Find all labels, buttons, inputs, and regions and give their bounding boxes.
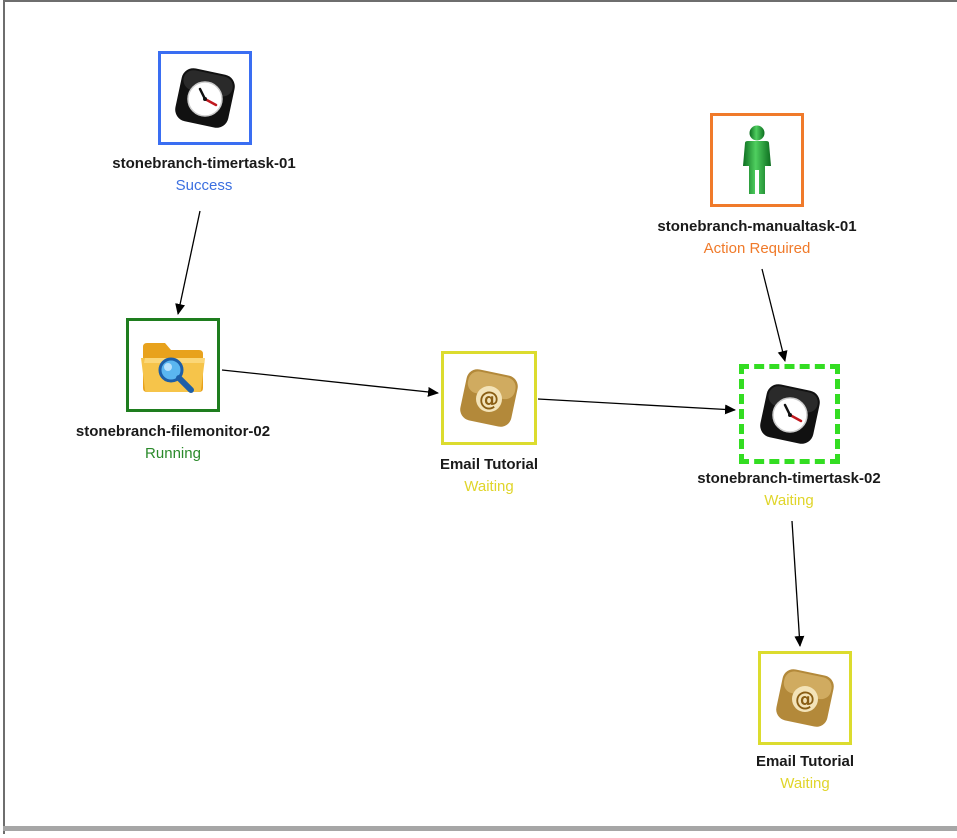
node-name-timertask-02: stonebranch-timertask-02 <box>697 470 881 487</box>
canvas-border-left <box>3 0 5 834</box>
node-name-email-tutorial-1: Email Tutorial <box>439 456 539 473</box>
task-node-manualtask-01[interactable] <box>710 113 804 207</box>
edge-filemonitor-to-email1 <box>221 369 439 397</box>
canvas-border-bottom <box>3 826 957 831</box>
task-node-timertask-02[interactable] <box>739 364 840 464</box>
node-status-timertask-01: Success <box>175 177 233 194</box>
task-node-email-tutorial-2[interactable]: @ <box>758 651 852 745</box>
task-node-timertask-01[interactable] <box>158 51 252 145</box>
node-status-filemonitor-02: Running <box>145 445 201 462</box>
svg-text:@: @ <box>795 687 815 711</box>
task-node-email-tutorial-1[interactable]: @ <box>441 351 537 445</box>
edge-timer2-to-email2 <box>791 520 805 647</box>
node-status-email-tutorial-2: Waiting <box>780 775 830 792</box>
clock-icon <box>175 68 235 128</box>
node-status-timertask-02: Waiting <box>764 492 814 509</box>
edge-manual-to-timer2 <box>761 268 788 362</box>
node-name-timertask-01: stonebranch-timertask-01 <box>112 155 296 172</box>
folder-search-icon <box>141 343 205 393</box>
node-status-manualtask-01: Action Required <box>703 240 811 257</box>
person-icon <box>743 125 771 194</box>
edge-timer1-to-filemonitor <box>175 210 201 315</box>
node-name-filemonitor-02: stonebranch-filemonitor-02 <box>75 423 271 440</box>
canvas-border-top <box>3 0 957 2</box>
svg-text:@: @ <box>479 387 499 411</box>
email-icon: @ <box>776 669 834 727</box>
node-status-email-tutorial-1: Waiting <box>464 478 514 495</box>
email-icon: @ <box>460 369 518 427</box>
task-node-filemonitor-02[interactable] <box>126 318 220 412</box>
node-name-manualtask-01: stonebranch-manualtask-01 <box>657 218 857 235</box>
edge-email1-to-timer2 <box>537 398 736 415</box>
node-name-email-tutorial-2: Email Tutorial <box>755 753 855 770</box>
clock-icon <box>759 384 820 444</box>
